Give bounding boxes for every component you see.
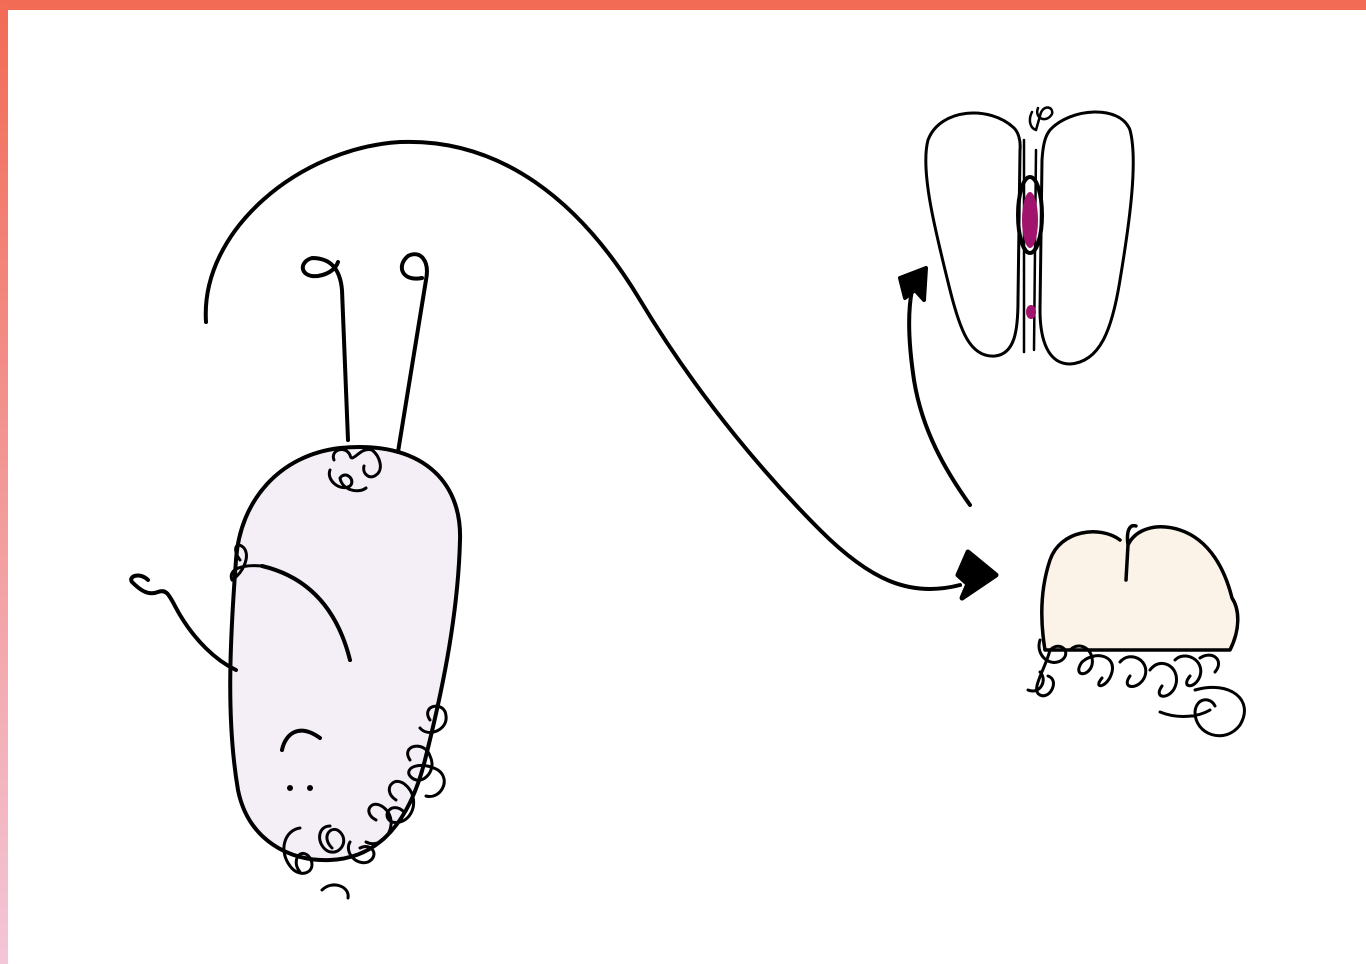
right-blob-curls — [1028, 640, 1244, 736]
left-figure-leg-left — [303, 258, 348, 440]
split-shape-highlight — [1022, 192, 1038, 248]
big-curved-arrow-head — [958, 552, 996, 598]
left-figure-eye-left — [287, 785, 293, 791]
left-figure — [131, 254, 460, 898]
split-shape-right-half — [1040, 112, 1133, 364]
split-shape-left-half — [926, 113, 1020, 356]
right-blob-body — [1042, 526, 1238, 650]
left-figure-eye-right — [307, 785, 313, 791]
left-figure-leg-right — [398, 254, 427, 452]
left-figure-arm — [131, 576, 236, 670]
right-blob — [1028, 526, 1244, 736]
left-figure-hook — [322, 885, 348, 898]
split-shape-dot — [1026, 305, 1036, 319]
split-shape-top-knot — [1030, 108, 1052, 131]
left-figure-body — [230, 447, 460, 860]
